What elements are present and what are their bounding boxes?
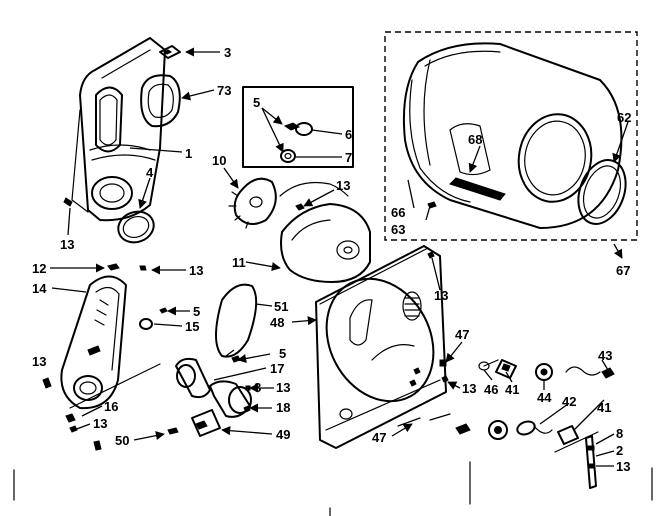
part-label: 67 bbox=[616, 263, 630, 278]
part-label: 12 bbox=[32, 261, 46, 276]
part-label: 5 bbox=[279, 346, 286, 361]
part-label: 7 bbox=[345, 150, 352, 165]
part-label: 6 bbox=[345, 127, 352, 142]
part-label: 13 bbox=[462, 381, 476, 396]
part-label: 14 bbox=[32, 281, 47, 296]
part-label: 8 bbox=[616, 426, 623, 441]
part-label: 13 bbox=[336, 178, 350, 193]
part-label: 1 bbox=[185, 146, 192, 161]
part-label: 63 bbox=[391, 222, 405, 237]
front-bulkhead-panel bbox=[63, 37, 166, 222]
part-number-labels: 3 73 1 4 13 5 6 7 10 13 11 12 13 14 5 15… bbox=[32, 45, 631, 474]
rear-panel bbox=[315, 245, 447, 449]
inset-box-5-6-7 bbox=[242, 86, 354, 168]
part-label: 50 bbox=[115, 433, 129, 448]
part-label: 5 bbox=[253, 95, 260, 110]
motor-assembly bbox=[65, 355, 252, 451]
part-label: 8 bbox=[254, 380, 261, 395]
part-label: 16 bbox=[104, 399, 118, 414]
part-label: 41 bbox=[505, 382, 519, 397]
part-label: 13 bbox=[616, 459, 630, 474]
part-label: 5 bbox=[193, 304, 200, 319]
part-label: 46 bbox=[484, 382, 498, 397]
part-label: 13 bbox=[32, 354, 46, 369]
top-clip bbox=[159, 45, 181, 59]
part-label: 10 bbox=[212, 153, 226, 168]
part-label: 17 bbox=[270, 361, 284, 376]
part-label: 13 bbox=[93, 416, 107, 431]
part-label: 42 bbox=[562, 394, 576, 409]
part-label: 4 bbox=[146, 165, 154, 180]
part-label: 11 bbox=[232, 255, 246, 270]
part-label: 13 bbox=[189, 263, 203, 278]
part-label: 2 bbox=[616, 443, 623, 458]
glide-ring bbox=[117, 210, 155, 244]
part-label: 43 bbox=[598, 348, 612, 363]
part-label: 15 bbox=[185, 319, 199, 334]
part-label: 41 bbox=[597, 400, 611, 415]
lint-duct bbox=[60, 275, 127, 410]
part-label: 66 bbox=[391, 205, 405, 220]
duct-clips bbox=[107, 263, 168, 330]
part-label: 44 bbox=[537, 390, 552, 405]
part-label: 73 bbox=[217, 83, 231, 98]
part-label: 51 bbox=[274, 299, 288, 314]
part-label: 62 bbox=[617, 110, 631, 125]
lint-screen bbox=[215, 283, 258, 358]
felt-seal-ring bbox=[140, 74, 181, 128]
part-label: 48 bbox=[270, 315, 284, 330]
blower-housing bbox=[279, 181, 371, 283]
part-label: 47 bbox=[372, 430, 386, 445]
drum-assembly-box bbox=[384, 31, 638, 241]
left-screw bbox=[42, 377, 52, 389]
leader-lines bbox=[50, 47, 629, 467]
part-label: 18 bbox=[276, 400, 290, 415]
part-label: 13 bbox=[60, 237, 74, 252]
blower-wheel bbox=[228, 177, 277, 229]
part-label: 47 bbox=[455, 327, 469, 342]
part-label: 3 bbox=[224, 45, 231, 60]
part-label: 68 bbox=[468, 132, 482, 147]
part-label: 13 bbox=[434, 288, 448, 303]
part-label: 13 bbox=[276, 380, 290, 395]
part-label: 49 bbox=[276, 427, 290, 442]
drive-parts bbox=[13, 359, 653, 516]
